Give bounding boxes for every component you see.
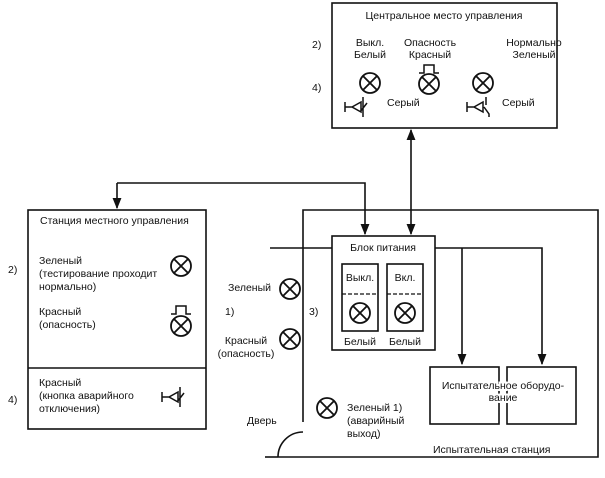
test-station: Зеленый 1) Красный (опасность) 3) Дверь … xyxy=(218,209,599,458)
flashing-icon xyxy=(170,305,192,315)
power-title: Блок питания xyxy=(350,242,416,254)
label: (аварийный xyxy=(347,415,405,427)
label: выход) xyxy=(347,428,381,440)
label: Опасность xyxy=(404,37,457,49)
label: Красный xyxy=(39,377,81,389)
lamp-exit-green-icon xyxy=(316,397,338,419)
marker-1: 1) xyxy=(225,306,234,318)
label: нормально) xyxy=(39,281,96,293)
button-label: Серый xyxy=(502,97,535,109)
door-label: Дверь xyxy=(247,415,277,427)
station-label: Испытательная станция xyxy=(433,444,551,456)
on-button-label: Вкл. xyxy=(395,272,416,284)
label: Белый xyxy=(389,336,421,348)
label: Красный xyxy=(409,49,451,61)
label: Нормально xyxy=(506,37,562,49)
label: Зеленый xyxy=(512,49,555,61)
door-icon xyxy=(277,431,304,458)
lamp-off-icon xyxy=(349,302,371,324)
local-control-station: Станция местного управления 2) 4) Зелены… xyxy=(8,209,207,430)
marker-4: 4) xyxy=(8,394,17,406)
lamp-normal-green-icon xyxy=(472,72,494,94)
start-button-icon xyxy=(466,96,490,118)
label: (опасность) xyxy=(218,348,275,360)
lamp-green-icon xyxy=(170,255,192,277)
button-label: Серый xyxy=(387,97,420,109)
label: отключения) xyxy=(39,403,100,415)
lamp-red-icon xyxy=(279,328,301,350)
lamp-danger-red-icon xyxy=(418,73,440,95)
label: Зеленый 1) xyxy=(347,402,402,414)
connections xyxy=(112,128,547,366)
marker-2: 2) xyxy=(312,39,321,51)
label: вание xyxy=(489,392,518,404)
flashing-icon xyxy=(418,64,440,74)
label: (тестирование проходит xyxy=(39,268,157,280)
emergency-stop-button-icon xyxy=(161,386,185,408)
label: Белый xyxy=(344,336,376,348)
label: (кнопка аварийного xyxy=(39,390,134,402)
local-title: Станция местного управления xyxy=(40,215,189,227)
label: Зеленый xyxy=(39,255,82,267)
lamp-green-icon xyxy=(279,278,301,300)
marker-4: 4) xyxy=(312,82,321,94)
marker-3: 3) xyxy=(309,306,318,318)
lamp-off-white-icon xyxy=(359,72,381,94)
marker-2: 2) xyxy=(8,264,17,276)
stop-button-icon xyxy=(344,96,368,118)
central-control-station: Центральное место управления 2) 4) Выкл.… xyxy=(312,2,562,129)
label: Испытательное оборудо- xyxy=(442,380,565,392)
lamp-red-icon xyxy=(170,315,192,337)
label: Выкл. xyxy=(356,37,384,49)
off-button-label: Выкл. xyxy=(346,272,374,284)
test-equipment: Испытательное оборудо- вание xyxy=(429,366,577,425)
label: Зеленый xyxy=(228,282,271,294)
label: Красный xyxy=(225,335,267,347)
label: Красный xyxy=(39,306,81,318)
label: Белый xyxy=(354,49,386,61)
label: (опасность) xyxy=(39,319,96,331)
central-title: Центральное место управления xyxy=(366,10,523,22)
power-block: Блок питания Выкл. Вкл. Белый Белый xyxy=(331,235,436,351)
lamp-on-icon xyxy=(394,302,416,324)
